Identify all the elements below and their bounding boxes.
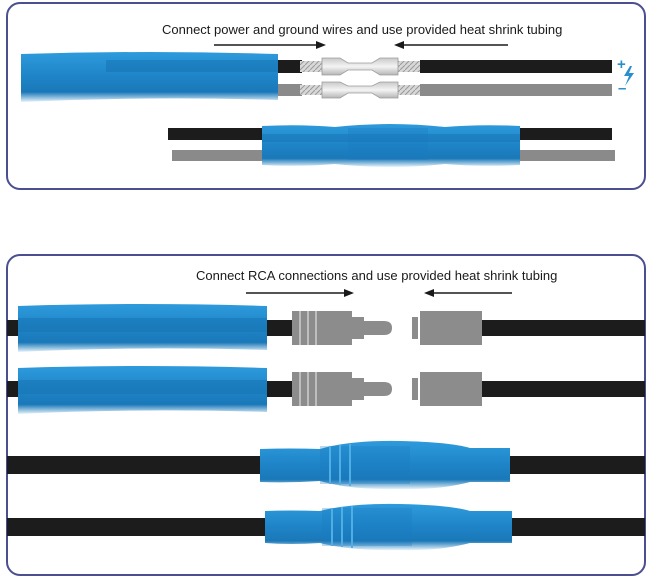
arrow-left-top xyxy=(394,41,508,49)
tube-highlight xyxy=(262,134,520,142)
tube-bulge xyxy=(320,446,410,484)
negative-polarity-label: – xyxy=(618,80,627,97)
butt-connector-power xyxy=(321,57,399,76)
arrow-right-bottom xyxy=(246,289,354,297)
heat-shrink-tube-shrunk xyxy=(262,124,520,167)
top-instruction-caption: Connect power and ground wires and use p… xyxy=(162,22,563,37)
heat-shrink-tube-shrunk xyxy=(260,440,510,490)
butt-connector-ground xyxy=(321,81,399,99)
power-wire-right xyxy=(420,60,612,73)
tube-highlight xyxy=(18,318,267,332)
rca-cable-right xyxy=(480,320,645,336)
bottom-instruction-caption: Connect RCA connections and use provided… xyxy=(196,268,558,283)
tube-highlight xyxy=(18,380,267,394)
tube-bulge xyxy=(348,128,428,160)
rca-plug-male xyxy=(292,311,392,345)
positive-polarity-label: + xyxy=(617,56,626,73)
stripped-wire-braid xyxy=(300,85,322,95)
heat-shrink-tube-shrunk xyxy=(265,503,512,551)
arrow-right-top xyxy=(214,41,326,49)
rca-cable-right xyxy=(480,381,645,397)
tube-bulge xyxy=(322,508,412,546)
lightning-icon xyxy=(624,66,634,86)
stripped-wire-braid xyxy=(300,61,322,72)
rca-jack-female xyxy=(412,372,482,406)
heat-shrink-tube-loose xyxy=(21,52,278,102)
stripped-wire-braid xyxy=(398,85,420,95)
tube-highlight xyxy=(106,60,278,72)
rca-jack-female xyxy=(412,311,482,345)
stripped-wire-braid xyxy=(398,61,420,72)
ground-wire-right xyxy=(420,84,612,96)
rca-plug-male xyxy=(292,372,392,406)
arrow-left-bottom xyxy=(424,289,512,297)
